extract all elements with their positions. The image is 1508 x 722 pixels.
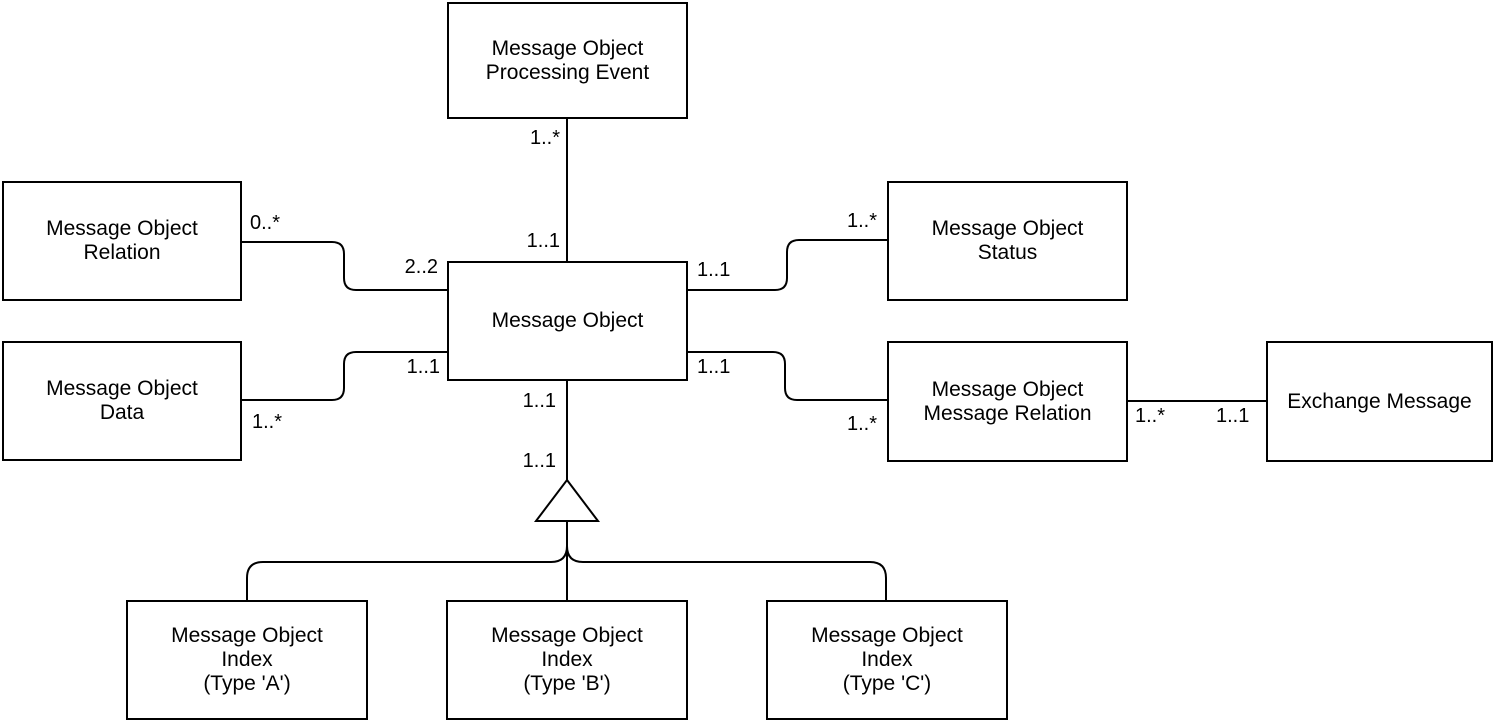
node-label-message-object-index-type-a: Message Object Index (Type 'A')	[171, 624, 323, 695]
multiplicity-message-object-end-right-bottom: 1..1	[697, 356, 731, 378]
node-message-object-data[interactable]: Message Object Data	[2, 341, 242, 461]
node-message-object-status[interactable]: Message Object Status	[887, 181, 1128, 301]
node-message-object-relation[interactable]: Message Object Relation	[2, 181, 242, 301]
multiplicity-relation-end: 0..*	[250, 212, 281, 234]
multiplicity-status-end: 1..*	[846, 210, 877, 232]
node-exchange-message[interactable]: Exchange Message	[1266, 341, 1493, 462]
node-label-exchange-message: Exchange Message	[1287, 389, 1472, 413]
node-message-object-processing-event[interactable]: Message Object Processing Event	[447, 2, 688, 119]
edge-message-object-to-status	[687, 239, 887, 291]
node-label-message-object-index-type-b: Message Object Index (Type 'B')	[491, 624, 643, 695]
node-label-message-object-index-type-c: Message Object Index (Type 'C')	[811, 624, 963, 695]
multiplicity-message-relation-end-right: 1..*	[1135, 405, 1166, 427]
multiplicity-message-relation-end-left: 1..*	[846, 413, 877, 435]
generalization-triangle-icon	[533, 478, 601, 522]
node-label-message-object-status: Message Object Status	[931, 217, 1084, 264]
node-label-message-object-relation: Message Object Relation	[46, 217, 198, 264]
node-message-object-index-type-b[interactable]: Message Object Index (Type 'B')	[446, 600, 688, 720]
node-label-message-object-message-relation: Message Object Message Relation	[923, 377, 1092, 425]
node-label-message-object: Message Object	[491, 309, 644, 332]
multiplicity-generalization-near-message-object: 1..1	[522, 390, 556, 412]
multiplicity-message-object-end-left-bottom: 1..1	[406, 356, 440, 378]
edge-generalization-to-index-c	[566, 521, 887, 600]
node-label-message-object-data: Message Object Data	[46, 377, 198, 424]
edge-message-object-to-message-relation	[687, 351, 887, 401]
multiplicity-data-end: 1..*	[252, 411, 283, 433]
edge-relation-to-message-object	[242, 241, 447, 291]
multiplicity-processing-event-end: 1..*	[529, 127, 560, 149]
edge-data-to-message-object	[242, 351, 447, 401]
multiplicity-exchange-message-end: 1..1	[1216, 405, 1250, 427]
node-message-object-message-relation[interactable]: Message Object Message Relation	[887, 341, 1128, 462]
multiplicity-generalization-near-triangle: 1..1	[522, 450, 556, 472]
node-message-object[interactable]: Message Object	[447, 261, 688, 381]
node-message-object-index-type-c[interactable]: Message Object Index (Type 'C')	[766, 600, 1008, 720]
multiplicity-message-object-end-top: 1..1	[526, 230, 560, 252]
multiplicity-message-object-end-left-top: 2..2	[404, 256, 438, 278]
edge-generalization-to-index-a	[246, 521, 568, 600]
multiplicity-message-object-end-right-top: 1..1	[697, 259, 731, 281]
node-label-message-object-processing-event: Message Object Processing Event	[485, 36, 650, 84]
node-message-object-index-type-a[interactable]: Message Object Index (Type 'A')	[126, 600, 368, 720]
